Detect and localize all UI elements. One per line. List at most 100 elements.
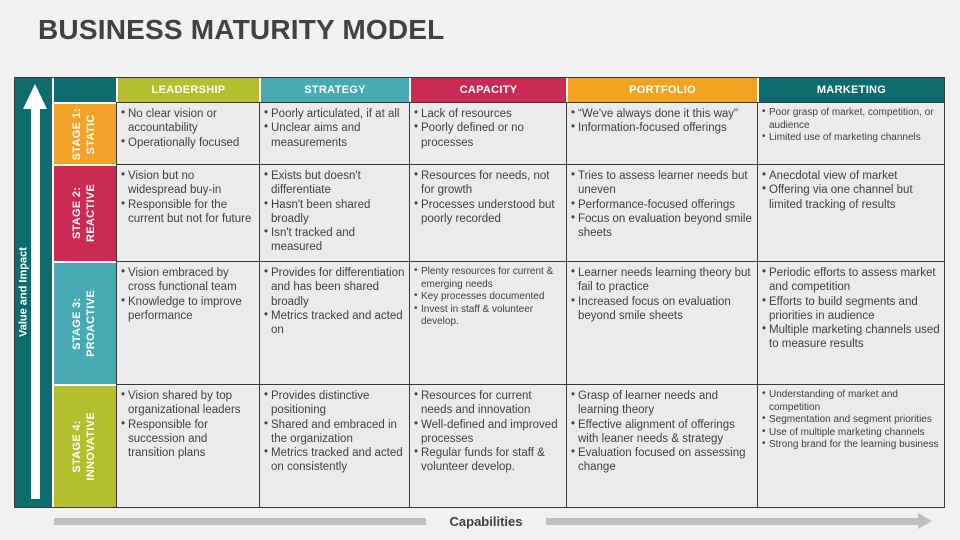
cell-proactive-portfolio: Learner needs learning theory but fail t…	[566, 261, 757, 384]
cell-reactive-capacity: Resources for needs, not for growthProce…	[409, 164, 566, 261]
bullet-item: Isn't tracked and measured	[264, 225, 406, 255]
bullet-item: Provides distinctive positioning	[264, 388, 406, 418]
bullet-item: Resources for current needs and innovati…	[414, 388, 563, 418]
bullet-item: Segmentation and segment priorities	[762, 413, 941, 427]
stage-label-text: STAGE 4: INNOVATIVE	[71, 412, 99, 481]
bullet-item: Performance-focused offerings	[571, 196, 754, 212]
value-impact-label: Value and Impact	[17, 247, 30, 338]
cell-reactive-strategy: Exists but doesn't differentiateHasn't b…	[259, 164, 409, 261]
capabilities-bar-left	[54, 517, 426, 525]
bullet-item: Metrics tracked and acted on	[264, 308, 406, 338]
stage-name: PROACTIVE	[85, 290, 97, 357]
bullet-item: Poorly defined or no processes	[414, 120, 563, 150]
cell-reactive-leadership: Vision but no widespread buy-inResponsib…	[116, 164, 259, 261]
bullet-item: No clear vision or accountability	[121, 106, 256, 136]
column-header-marketing: MARKETING	[757, 78, 944, 102]
stage-label-reactive: STAGE 2: REACTIVE	[54, 164, 116, 261]
stage-label-text: STAGE 3: PROACTIVE	[71, 290, 99, 357]
cell-static-marketing: Poor grasp of market, competition, or au…	[757, 102, 944, 164]
maturity-matrix: Value and Impact LEADERSHIP STRATEGY CAP…	[14, 77, 945, 508]
page-title: BUSINESS MATURITY MODEL	[38, 14, 445, 45]
bullet-item: Invest in staff & volunteer develop.	[414, 303, 563, 329]
bullet-item: Understanding of market and competition	[762, 388, 941, 414]
cell-proactive-strategy: Provides for differentiation and has bee…	[259, 261, 409, 384]
bullet-item: Exists but doesn't differentiate	[264, 168, 406, 198]
cell-proactive-leadership: Vision embraced by cross functional team…	[116, 261, 259, 384]
stage-name: STATIC	[85, 114, 97, 154]
bullet-item: Evaluation focused on assessing change	[571, 445, 754, 475]
bullet-item: Well-defined and improved processes	[414, 417, 563, 447]
stage-label-static: STAGE 1: STATIC	[54, 102, 116, 164]
stage-label-text: STAGE 1: STATIC	[71, 108, 99, 160]
bullet-item: Unclear aims and measurements	[264, 120, 406, 150]
stage-number: STAGE 4:	[71, 420, 84, 473]
stage-label-proactive: STAGE 3: PROACTIVE	[54, 261, 116, 384]
cell-innovative-portfolio: Grasp of learner needs and learning theo…	[566, 384, 757, 507]
cell-innovative-capacity: Resources for current needs and innovati…	[409, 384, 566, 507]
stage-name: REACTIVE	[85, 184, 97, 243]
bullet-item: “We've always done it this way"	[571, 106, 754, 121]
cell-static-leadership: No clear vision or accountabilityOperati…	[116, 102, 259, 164]
bullet-item: Poorly articulated, if at all	[264, 106, 406, 121]
column-header-portfolio: PORTFOLIO	[566, 78, 757, 102]
bullet-item: Learner needs learning theory but fail t…	[571, 265, 754, 295]
bullet-item: Plenty resources for current & emerging …	[414, 265, 563, 291]
right-arrow-icon	[918, 513, 932, 529]
bullet-item: Anecdotal view of market	[762, 168, 941, 183]
bullet-item: Vision but no widespread buy-in	[121, 168, 256, 198]
bullet-item: Key processes documented	[414, 290, 563, 304]
bullet-item: Strong brand for the learning business	[762, 438, 941, 452]
cell-static-portfolio: “We've always done it this way"Informati…	[566, 102, 757, 164]
up-arrow-shaft	[31, 108, 40, 499]
bullet-item: Knowledge to improve performance	[121, 294, 256, 324]
bullet-item: Offering via one channel but limited tra…	[762, 182, 941, 212]
bullet-item: Efforts to build segments and priorities…	[762, 294, 941, 324]
bullet-item: Vision shared by top organizational lead…	[121, 388, 256, 418]
cell-innovative-strategy: Provides distinctive positioningShared a…	[259, 384, 409, 507]
bullet-item: Processes understood but poorly recorded	[414, 197, 563, 227]
bullet-item: Focus on evaluation beyond smile sheets	[571, 211, 754, 241]
bullet-item: Regular funds for staff & volunteer deve…	[414, 445, 563, 475]
bullet-item: Operationally focused	[121, 134, 256, 150]
up-arrow-icon	[23, 84, 47, 109]
stage-number: STAGE 1:	[71, 107, 84, 161]
bullet-item: Use of multiple marketing channels	[762, 426, 941, 440]
bullet-item: Tries to assess learner needs but uneven	[571, 168, 754, 198]
bullet-item: Periodic efforts to assess market and co…	[762, 265, 941, 295]
bullet-item: Grasp of learner needs and learning theo…	[571, 388, 754, 418]
cell-reactive-portfolio: Tries to assess learner needs but uneven…	[566, 164, 757, 261]
cell-static-capacity: Lack of resourcesPoorly defined or no pr…	[409, 102, 566, 164]
bullet-item: Information-focused offerings	[571, 120, 754, 135]
cell-proactive-capacity: Plenty resources for current & emerging …	[409, 261, 566, 384]
stage-name: INNOVATIVE	[85, 412, 97, 481]
capabilities-label: Capabilities	[449, 513, 523, 529]
bullet-item: Effective alignment of offerings with le…	[571, 417, 754, 447]
cell-static-strategy: Poorly articulated, if at allUnclear aim…	[259, 102, 409, 164]
corner-cell	[54, 78, 116, 102]
capabilities-bar-right	[546, 517, 918, 525]
value-impact-axis: Value and Impact	[15, 78, 54, 507]
bullet-item: Responsible for the current but not for …	[121, 197, 256, 227]
bullet-item: Vision embraced by cross functional team	[121, 265, 256, 295]
bullet-item: Responsible for succession and transitio…	[121, 417, 256, 461]
column-header-strategy: STRATEGY	[259, 78, 409, 102]
bullet-item: Resources for needs, not for growth	[414, 168, 563, 198]
bullet-item: Multiple marketing channels used to meas…	[762, 322, 941, 352]
stage-number: STAGE 2:	[71, 187, 84, 240]
bullet-item: Hasn't been shared broadly	[264, 197, 406, 227]
stage-label-text: STAGE 2: REACTIVE	[71, 184, 99, 242]
bullet-item: Shared and embraced in the organization	[264, 417, 406, 447]
bullet-item: Lack of resources	[414, 106, 563, 121]
bullet-item: Provides for differentiation and has bee…	[264, 265, 406, 309]
bullet-item: Poor grasp of market, competition, or au…	[762, 106, 941, 132]
stage-label-innovative: STAGE 4: INNOVATIVE	[54, 384, 116, 507]
capabilities-axis: Capabilities	[54, 512, 932, 530]
column-header-leadership: LEADERSHIP	[116, 78, 259, 102]
cell-reactive-marketing: Anecdotal view of marketOffering via one…	[757, 164, 944, 261]
cell-proactive-marketing: Periodic efforts to assess market and co…	[757, 261, 944, 384]
cell-innovative-marketing: Understanding of market and competitionS…	[757, 384, 944, 507]
bullet-item: Metrics tracked and acted on consistentl…	[264, 445, 406, 475]
bullet-item: Limited use of marketing channels	[762, 131, 941, 145]
column-header-capacity: CAPACITY	[409, 78, 566, 102]
